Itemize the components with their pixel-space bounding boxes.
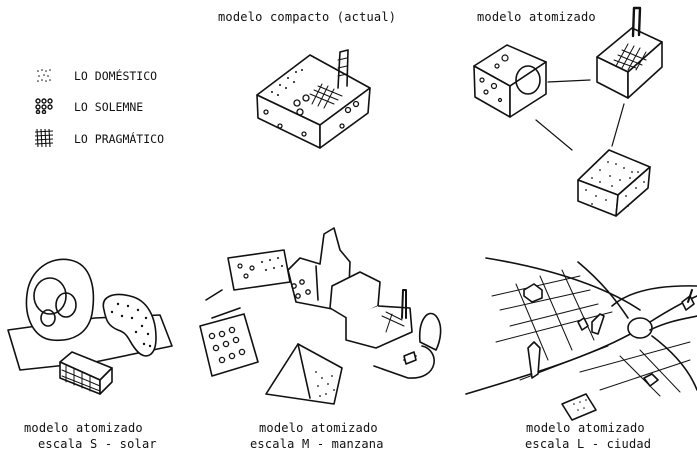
- scale-l-caption-line2: escala L - ciudad: [525, 437, 652, 451]
- dots-coarse-icon: [35, 98, 53, 114]
- atomized-model-title: modelo atomizado: [477, 10, 596, 24]
- legend-label-domestico: LO DOMÉSTICO: [74, 69, 158, 83]
- compact-model-title: modelo compacto (actual): [218, 10, 397, 24]
- legend-label-pragmatico: LO PRAGMÁTICO: [74, 132, 165, 146]
- atomized-blocks-icon: [473, 6, 663, 217]
- grid-hatch-icon: [34, 129, 54, 147]
- dots-fine-icon: [37, 69, 51, 82]
- scale-m-block-icon: [199, 227, 442, 405]
- scale-l-city-icon: [403, 257, 697, 421]
- scale-m-caption-line2: escala M - manzana: [250, 437, 384, 451]
- legend-label-solemne: LO SOLEMNE: [74, 100, 144, 114]
- scale-s-caption-line1: modelo atomizado: [24, 421, 143, 435]
- scale-s-caption-line2: escala S - solar: [38, 437, 157, 451]
- scale-l-caption-line1: modelo atomizado: [526, 421, 645, 435]
- scale-m-caption-line1: modelo atomizado: [259, 421, 378, 435]
- compact-block-icon: [256, 49, 371, 149]
- scale-s-site-icon: [7, 258, 173, 395]
